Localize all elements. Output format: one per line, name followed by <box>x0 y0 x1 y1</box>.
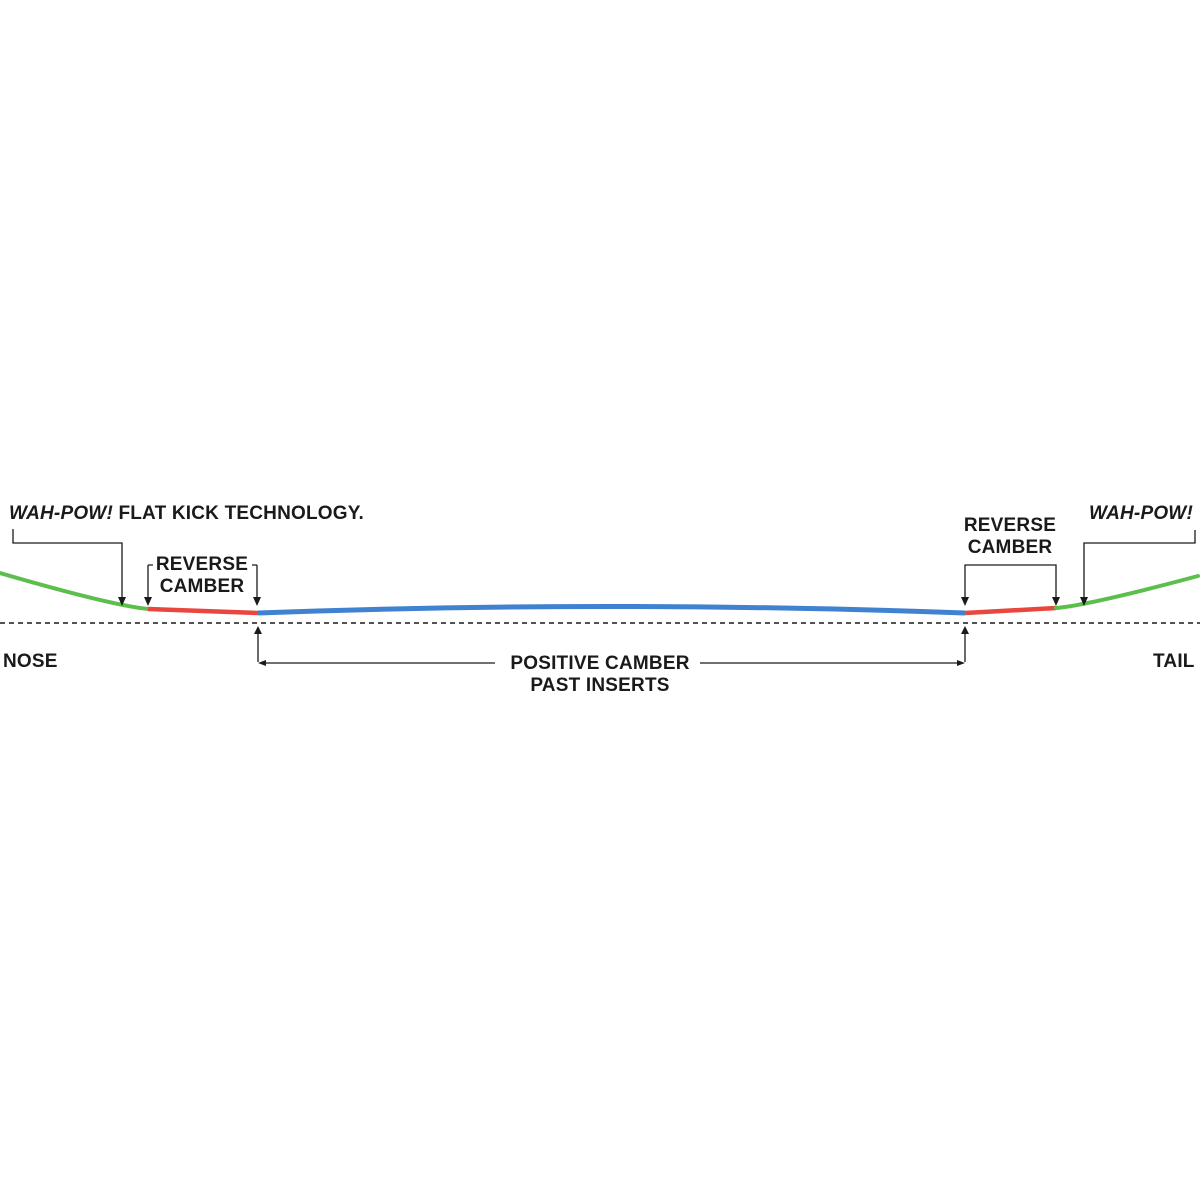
tail-label: TAIL <box>1153 651 1195 672</box>
arrowhead-positive-up-right <box>961 626 969 634</box>
arrowhead-positive-up-left <box>254 626 262 634</box>
positive-camber-label: POSITIVE CAMBER PAST INSERTS <box>490 653 710 697</box>
reverse-camber-tail-label: REVERSE CAMBER <box>950 515 1070 559</box>
tail-flat-kick-segment <box>1054 574 1200 610</box>
arrowhead-positive-left <box>258 660 266 666</box>
arrowhead-positive-right <box>957 660 965 666</box>
nose-flat-kick-segment <box>0 571 150 611</box>
arrowhead-nose-reverse-right <box>253 597 261 606</box>
reverse-camber-tail-line2: CAMBER <box>967 537 1053 558</box>
positive-camber-line2: PAST INSERTS <box>530 675 670 696</box>
wahpow-nose-label: WAH-POW! FLAT KICK TECHNOLOGY. <box>9 503 364 525</box>
arrowhead-tail-reverse-left <box>961 597 969 606</box>
arrowheads <box>118 597 1088 666</box>
arrowhead-nose-reverse-left <box>144 597 152 606</box>
reverse-camber-tail-line1: REVERSE <box>963 515 1057 536</box>
tail-reverse-bracket <box>964 564 1057 600</box>
reverse-camber-nose-line2: CAMBER <box>159 576 245 597</box>
wahpow-nose-tech: FLAT KICK TECHNOLOGY. <box>112 503 365 524</box>
nose-label: NOSE <box>3 651 58 672</box>
wahpow-nose-brand: WAH-POW! <box>9 503 113 524</box>
positive-camber-line1: POSITIVE CAMBER <box>510 653 690 674</box>
arrowhead-tail-reverse-right <box>1052 597 1060 606</box>
reverse-camber-nose-line1: REVERSE <box>155 554 249 575</box>
arrowhead-tail-flat-kick <box>1080 597 1088 606</box>
nose-flat-kick-leader <box>12 529 123 600</box>
arrowhead-nose-flat-kick <box>118 597 126 606</box>
reverse-camber-nose-label: REVERSE CAMBER <box>152 554 252 598</box>
nose-reverse-bracket <box>147 564 258 600</box>
nose-reverse-camber-segment <box>147 606 259 616</box>
tail-reverse-camber-segment <box>964 605 1057 616</box>
tail-flat-kick-leader <box>1083 530 1196 600</box>
positive-camber-segment <box>257 604 966 616</box>
wahpow-tail-label: WAH-POW! <box>1089 503 1193 524</box>
